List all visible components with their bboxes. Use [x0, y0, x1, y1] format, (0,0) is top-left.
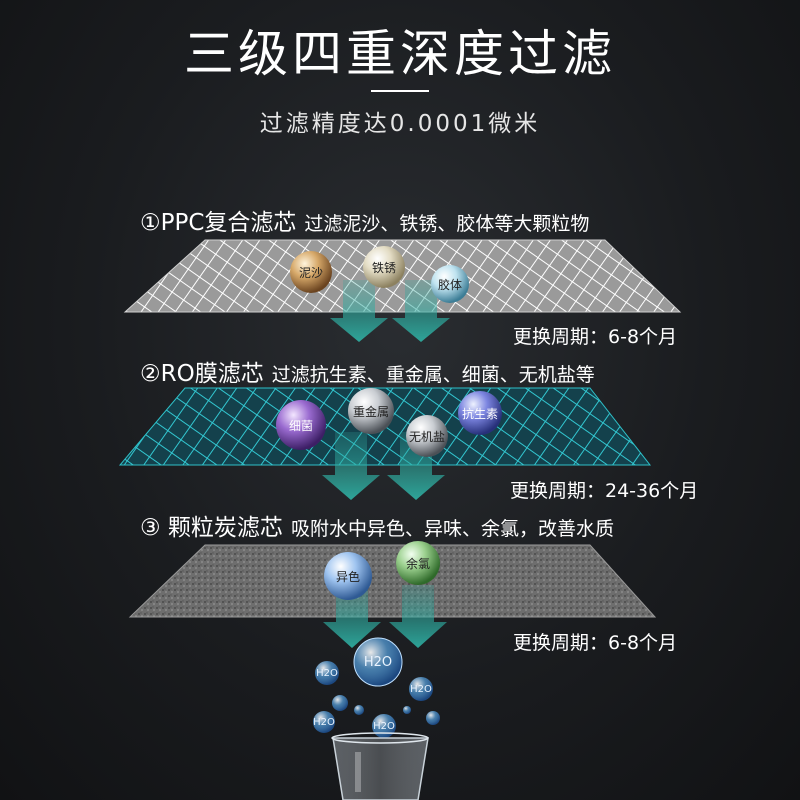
- particle-rust: 铁锈: [363, 246, 405, 288]
- svg-text:细菌: 细菌: [289, 419, 313, 433]
- svg-text:胶体: 胶体: [438, 277, 462, 292]
- svg-text:异色: 异色: [336, 570, 360, 584]
- svg-text:H2O: H2O: [316, 668, 338, 679]
- stage-2-desc: 过滤抗生素、重金属、细菌、无机盐等: [271, 364, 595, 386]
- stage-2-replace-cycle: 更换周期：24-36个月: [510, 480, 699, 502]
- stage-3-desc: 吸附水中异色、异味、余氯，改善水质: [290, 518, 614, 540]
- page-title: 三级四重深度过滤: [184, 25, 616, 83]
- water-molecule: H2O: [372, 714, 396, 738]
- water-molecule: [426, 711, 440, 725]
- water-molecule-large: H2O: [353, 637, 403, 687]
- stage-1-label: ①PPC复合滤芯过滤泥沙、铁锈、胶体等大颗粒物: [140, 203, 589, 237]
- stage-3-name: ③ 颗粒炭滤芯: [140, 515, 283, 541]
- svg-text:H2O: H2O: [410, 684, 432, 695]
- svg-text:铁锈: 铁锈: [372, 261, 396, 275]
- stage-1-replace-cycle: 更换周期：6-8个月: [513, 326, 678, 348]
- water-molecule: H2O: [315, 661, 339, 685]
- particle-heavy-metal: 重金属: [348, 388, 394, 434]
- particle-color: 异色: [324, 552, 372, 600]
- title-divider: [371, 90, 429, 92]
- water-molecule: [403, 706, 411, 714]
- svg-text:H2O: H2O: [313, 717, 335, 728]
- stage-3-replace-cycle: 更换周期：6-8个月: [513, 632, 678, 654]
- stage-2-name: ②RO膜滤芯: [140, 361, 264, 387]
- particle-bacteria: 细菌: [276, 400, 326, 450]
- carbon-filter-layer: [128, 544, 657, 618]
- svg-text:H2O: H2O: [373, 721, 395, 732]
- particle-chlorine: 余氯: [396, 541, 440, 585]
- svg-text:余氯: 余氯: [406, 556, 430, 571]
- page-subtitle: 过滤精度达0.0001微米: [259, 111, 541, 137]
- particle-antibiotic: 抗生素: [458, 391, 502, 435]
- water-glass: [331, 732, 429, 800]
- particle-colloid: 胶体: [431, 265, 469, 303]
- stage-1-name: ①PPC复合滤芯: [140, 210, 297, 236]
- svg-text:H2O: H2O: [364, 655, 392, 670]
- flow-arrow: [330, 280, 450, 342]
- svg-text:重金属: 重金属: [353, 404, 389, 419]
- stage-1-desc: 过滤泥沙、铁锈、胶体等大颗粒物: [304, 213, 590, 235]
- particle-sediment: 泥沙: [290, 251, 332, 293]
- particle-inorganic-salt: 无机盐: [406, 415, 448, 457]
- water-molecule: [332, 695, 348, 711]
- water-molecule: [354, 705, 364, 715]
- svg-text:泥沙: 泥沙: [299, 266, 323, 280]
- water-molecule: H2O: [409, 677, 433, 701]
- stage-3-label: ③ 颗粒炭滤芯吸附水中异色、异味、余氯，改善水质: [140, 508, 614, 542]
- water-molecule: H2O: [313, 711, 335, 733]
- svg-text:抗生素: 抗生素: [462, 406, 498, 421]
- stage-2-label: ②RO膜滤芯过滤抗生素、重金属、细菌、无机盐等: [140, 354, 595, 388]
- svg-text:无机盐: 无机盐: [409, 430, 445, 444]
- flow-arrow: [323, 585, 447, 648]
